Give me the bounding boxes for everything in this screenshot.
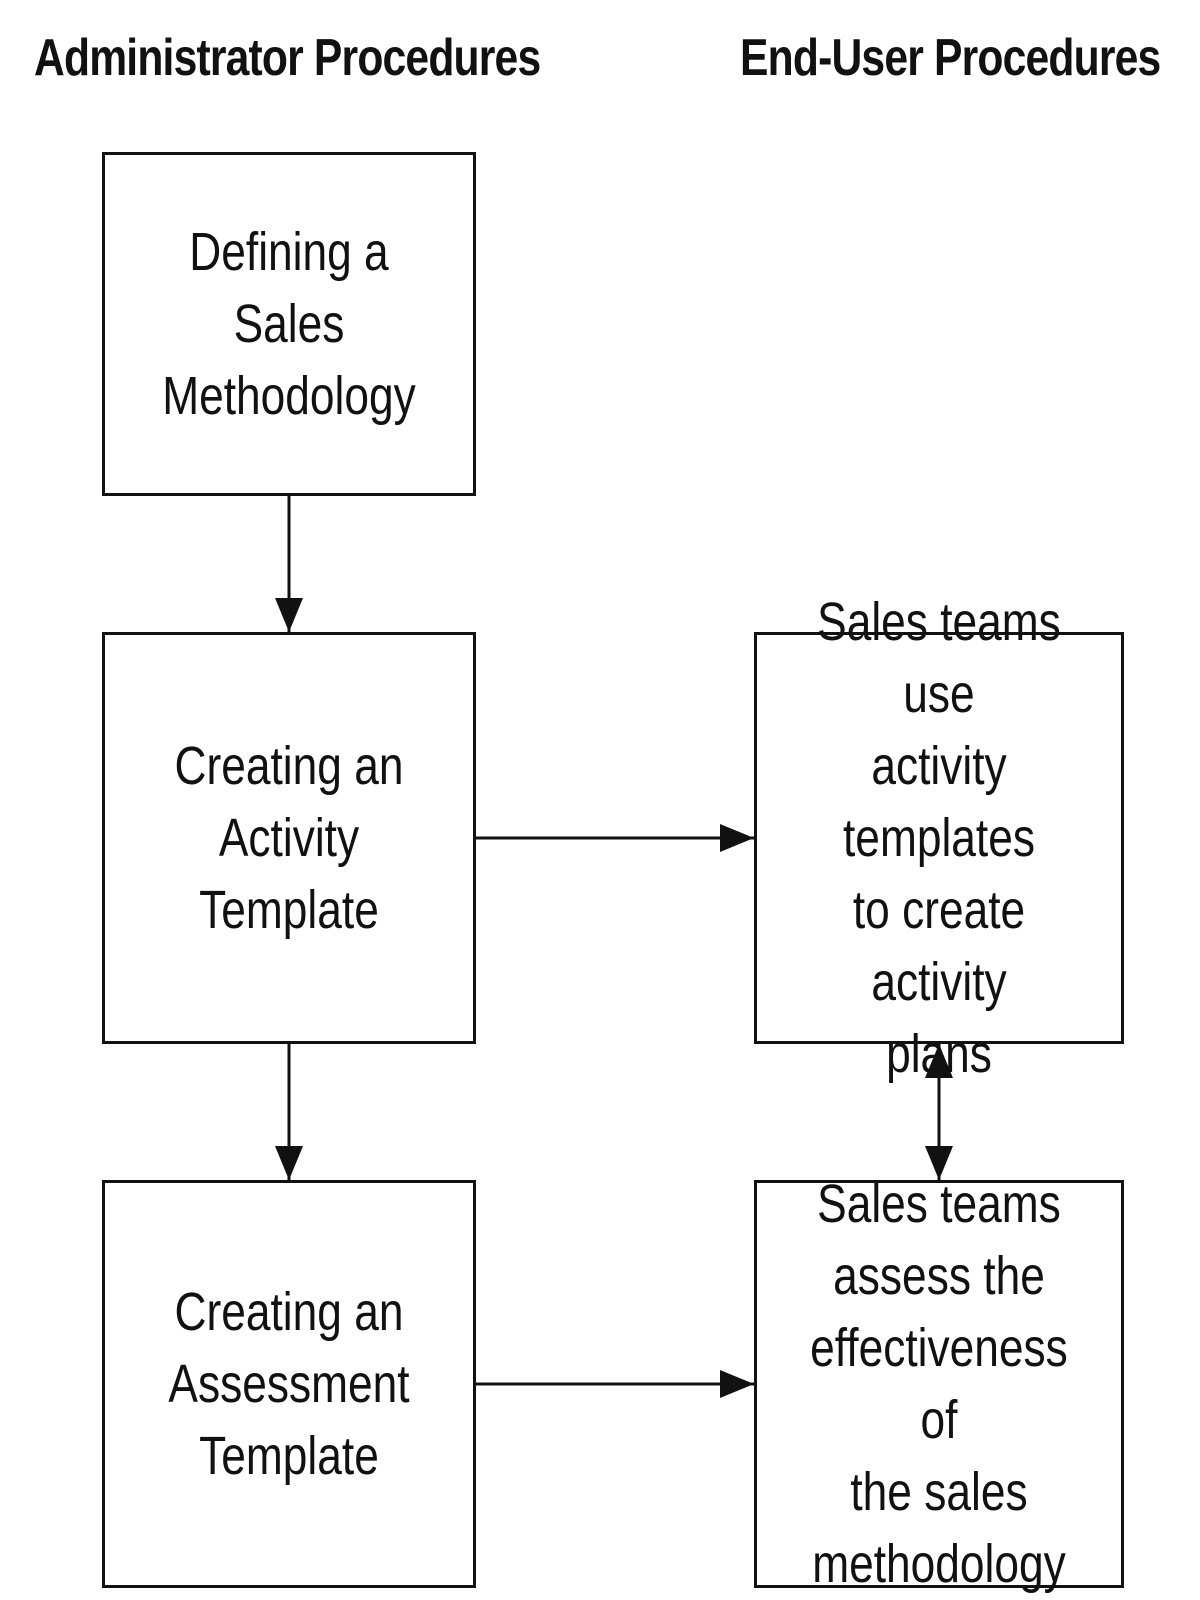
- arrowhead: [720, 824, 754, 852]
- assess-effectiveness-label: Sales teams assess the effectiveness of …: [810, 1174, 1068, 1594]
- define-sales-methodology-label: Defining a Sales Methodology: [162, 222, 416, 426]
- define-sales-methodology-box: Defining a Sales Methodology: [102, 152, 476, 496]
- arrowhead: [275, 1146, 303, 1180]
- create-activity-template-label: Creating an Activity Template: [174, 736, 404, 940]
- arrowhead: [720, 1370, 754, 1398]
- create-assessment-template-box: Creating an Assessment Template: [102, 1180, 476, 1588]
- arrowhead: [275, 598, 303, 632]
- end-user-procedures-header: End-User Procedures: [740, 29, 1161, 87]
- use-activity-templates-box: Sales teams use activity templates to cr…: [754, 592, 1124, 1084]
- use-activity-templates-label: Sales teams use activity templates to cr…: [817, 592, 1061, 1084]
- create-activity-template-box: Creating an Activity Template: [102, 632, 476, 1044]
- create-assessment-template-label: Creating an Assessment Template: [168, 1282, 410, 1486]
- admin-procedures-header: Administrator Procedures: [34, 29, 541, 87]
- assess-effectiveness-box: Sales teams assess the effectiveness of …: [754, 1174, 1124, 1594]
